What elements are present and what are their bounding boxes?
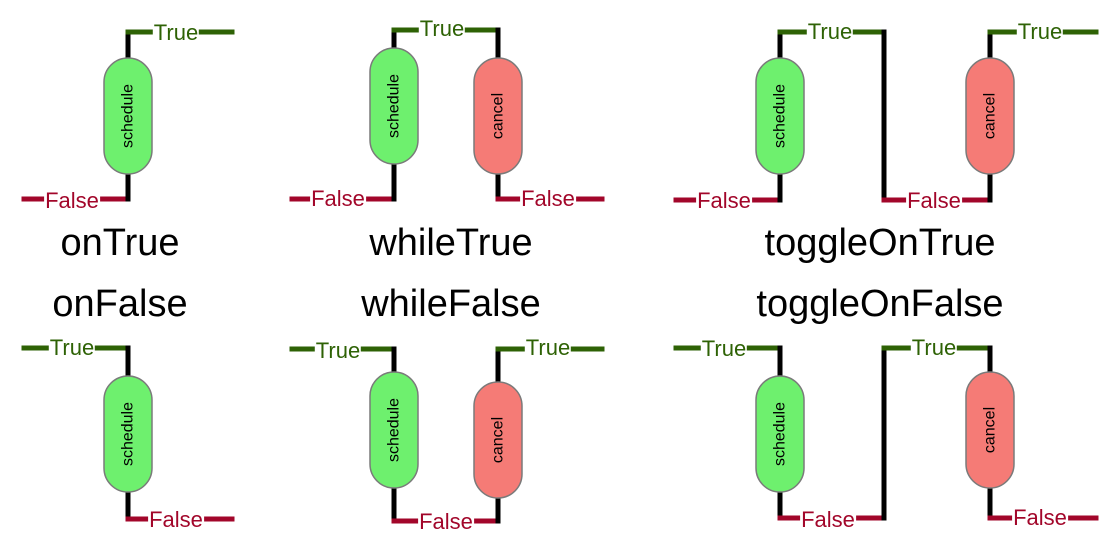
schedule-command: schedule — [369, 371, 419, 489]
false-label: False — [418, 509, 474, 534]
true-label: True — [418, 16, 466, 41]
false-label: False — [310, 186, 366, 211]
schedule-pill — [103, 375, 153, 493]
title-toggle-on-false: toggleOnFalse — [756, 283, 1004, 325]
title-toggle-on-true: toggleOnTrue — [764, 222, 996, 264]
cancel-command: cancel — [965, 371, 1015, 489]
true-label: True — [524, 335, 572, 360]
cancel-command: cancel — [965, 57, 1015, 175]
schedule-command: schedule — [755, 57, 805, 175]
cancel-label: cancel — [982, 407, 999, 453]
cancel-pill — [473, 57, 523, 175]
schedule-label: schedule — [772, 84, 789, 148]
false-label: False — [800, 507, 856, 532]
title-while-true: whileTrue — [369, 222, 533, 264]
schedule-pill — [755, 57, 805, 175]
schedule-label: schedule — [772, 402, 789, 466]
schedule-pill — [369, 47, 419, 165]
title-on-false: onFalse — [52, 283, 188, 325]
cancel-command: cancel — [473, 381, 523, 499]
cancel-label: cancel — [982, 93, 999, 139]
schedule-label: schedule — [386, 398, 403, 462]
true-label: True — [48, 335, 96, 360]
cancel-label: cancel — [490, 417, 507, 463]
cancel-pill — [965, 371, 1015, 489]
schedule-command: schedule — [369, 47, 419, 165]
true-label: True — [700, 336, 748, 361]
title-while-false: whileFalse — [361, 283, 541, 325]
schedule-pill — [755, 375, 805, 493]
schedule-command: schedule — [103, 57, 153, 175]
schedule-command: schedule — [103, 375, 153, 493]
schedule-label: schedule — [120, 84, 137, 148]
false-label: False — [148, 507, 204, 532]
schedule-label: schedule — [386, 74, 403, 138]
true-label: True — [314, 338, 362, 363]
true-label: True — [152, 20, 200, 45]
schedule-command: schedule — [755, 375, 805, 493]
false-label: False — [1012, 505, 1068, 530]
cancel-pill — [473, 381, 523, 499]
false-label: False — [696, 188, 752, 213]
cancel-command: cancel — [473, 57, 523, 175]
true-label: True — [806, 19, 854, 44]
title-on-true: onTrue — [60, 222, 180, 264]
schedule-pill — [103, 57, 153, 175]
false-label: False — [906, 188, 962, 213]
true-label: True — [910, 335, 958, 360]
cancel-label: cancel — [490, 93, 507, 139]
cancel-pill — [965, 57, 1015, 175]
true-label: True — [1016, 19, 1064, 44]
schedule-label: schedule — [120, 402, 137, 466]
false-label: False — [44, 188, 100, 213]
schedule-pill — [369, 371, 419, 489]
false-label: False — [520, 186, 576, 211]
